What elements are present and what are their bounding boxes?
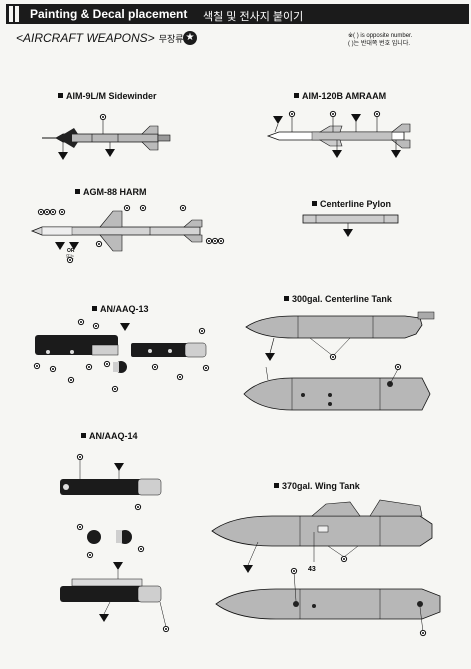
harm-drawing: OR 또는 — [30, 204, 225, 264]
harm-or-text: OR — [67, 248, 75, 254]
amraam-drawing — [266, 110, 411, 158]
tank370-drawing: 43 — [211, 499, 441, 637]
note-line-korean: ( )는 반대쪽 번호 입니다. — [348, 41, 411, 47]
harm-or-korean: 또는 — [66, 254, 74, 259]
label-harm: AGM-88 HARM — [75, 187, 147, 197]
label-amraam: AIM-120B AMRAAM — [294, 91, 386, 101]
label-370gal-tank: 370gal. Wing Tank — [274, 481, 360, 491]
section-title-korean: 무장류 — [158, 34, 184, 44]
page-title-korean: 색칠 및 전사지 붙이기 — [203, 11, 304, 23]
aaq13-drawing — [33, 318, 210, 393]
aaq14-drawing — [60, 453, 170, 633]
label-sidewinder: AIM-9L/M Sidewinder — [58, 91, 157, 101]
pylon-drawing — [302, 214, 399, 237]
opposite-number-note: ※( ) is opposite number. ( )는 반대쪽 번호 입니다… — [348, 32, 412, 48]
label-300gal-tank: 300gal. Centerline Tank — [284, 294, 392, 304]
tank300-drawing — [243, 311, 435, 411]
section-title-text: <AIRCRAFT WEAPONS> — [16, 31, 155, 45]
header-stripe — [15, 6, 19, 22]
decal-number-43: 43 — [308, 566, 316, 573]
page-title: Painting & Decal placement — [30, 7, 188, 21]
section-title: <AIRCRAFT WEAPONS>무장류 — [16, 31, 184, 45]
label-aaq14: AN/AAQ-14 — [81, 431, 138, 441]
label-aaq13: AN/AAQ-13 — [92, 304, 149, 314]
label-pylon: Centerline Pylon — [312, 199, 391, 209]
header-stripe — [9, 6, 13, 22]
star-icon: ★ — [183, 31, 197, 45]
header-bar: Painting & Decal placement 색칠 및 전사지 붙이기 — [6, 4, 469, 24]
note-line-english: ※( ) is opposite number. — [348, 33, 413, 39]
sidewinder-drawing — [42, 113, 171, 160]
